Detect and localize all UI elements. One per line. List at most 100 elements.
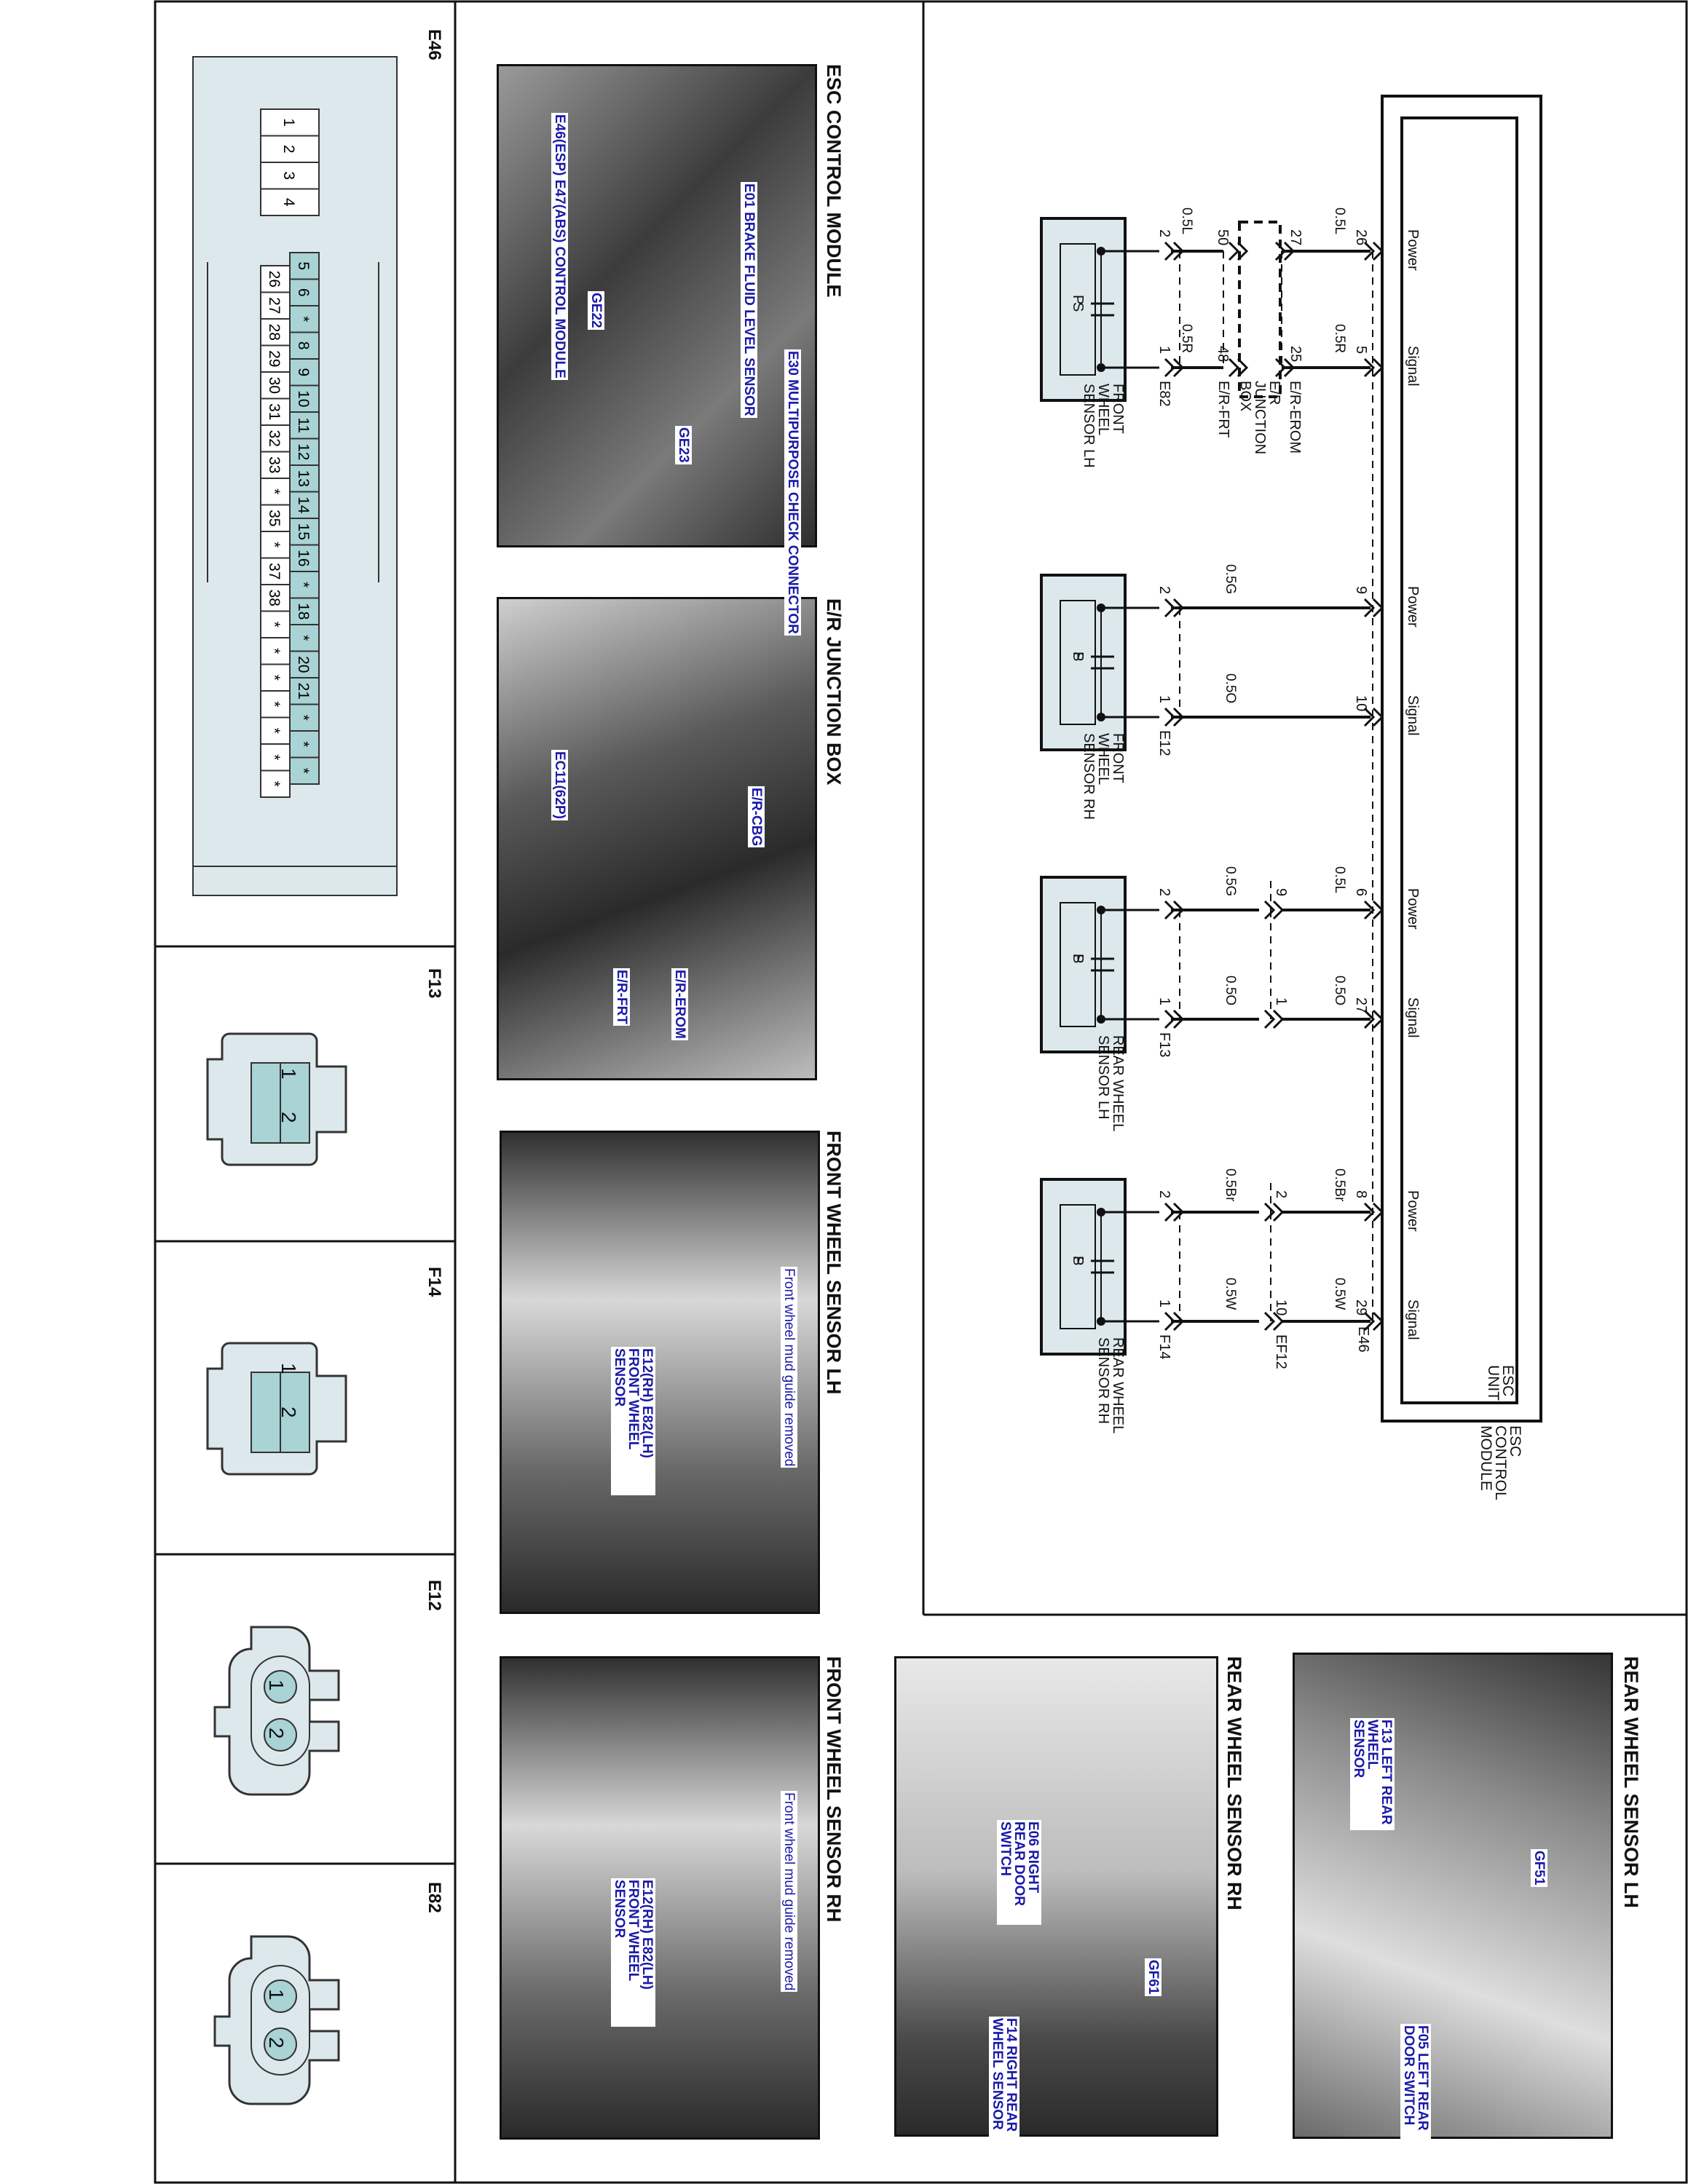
callout-f05-left: F05 LEFT REAR DOOR SWITCH	[1400, 2024, 1431, 2143]
power-wire-color-2: 0.5G	[1223, 866, 1238, 897]
e46-pin-label: 33	[266, 456, 283, 473]
inline-pin: 2	[1273, 1190, 1289, 1199]
module-pin-signal-label: Signal	[1405, 346, 1421, 387]
wheel-sensor-box	[1040, 1178, 1127, 1356]
sensor-node	[1097, 1015, 1105, 1024]
power-wire-color-2: 0.5Br	[1223, 1168, 1238, 1202]
e46-pin-label: *	[266, 701, 283, 707]
e46-pin-grid: 123456*8910111213141516*18*2021***262728…	[260, 108, 320, 798]
e46-pin-label: 12	[295, 443, 312, 460]
esc-module-label: ESC CONTROL MODULE	[1478, 1425, 1523, 1500]
e46-pin-label: 38	[266, 590, 283, 606]
e46-pin-label: *	[295, 715, 312, 721]
sensor-connector-id: E82	[1156, 381, 1172, 407]
e46-pin-label: 4	[280, 198, 297, 207]
inline-pin: 9	[1273, 888, 1289, 897]
e46-pin-cell	[260, 531, 291, 559]
f14-pin-1: 1	[277, 1363, 300, 1374]
signal-wire-color-2: 0.5W	[1223, 1278, 1238, 1310]
sensor-name-label: REAR WHEEL SENSOR RH	[1095, 1337, 1126, 1433]
callout-e06: E06 RIGHT REAR DOOR SWITCH	[997, 1820, 1041, 1925]
sensor-name-label: FRONT WHEEL SENSOR LH	[1081, 384, 1126, 468]
photo-title-front-rh: FRONT WHEEL SENSOR RH	[823, 1656, 845, 1923]
e46-pin-label: *	[295, 582, 312, 587]
module-power-pin: 26	[1353, 229, 1369, 246]
e82-pin-1: 1	[265, 1989, 288, 2001]
callout-er-cbg: E/R-CBG	[748, 786, 765, 848]
callout-ge23: GE23	[675, 426, 692, 464]
callout-ec11: EC11(62P)	[551, 750, 568, 820]
module-power-pin: 8	[1353, 1190, 1369, 1199]
power-wire-color: 0.5L	[1332, 207, 1347, 234]
e46-pin-cell	[260, 663, 291, 692]
sensor-name-label: FRONT WHEEL SENSOR RH	[1081, 733, 1126, 820]
e46-pin-label: *	[295, 316, 312, 322]
power-wire-color-2: 0.5L	[1179, 207, 1194, 234]
panel-borders	[154, 0, 1688, 2184]
signal-wire-color: 0.5W	[1332, 1278, 1347, 1310]
e46-pin-label: 20	[295, 656, 312, 673]
wheel-sensor-box	[1040, 217, 1127, 402]
e46-pin-label: *	[266, 728, 283, 734]
photo-front-rh	[500, 1656, 820, 2140]
sensor-connector-id: F13	[1156, 1032, 1172, 1058]
e46-pin-cell	[289, 650, 320, 678]
connector-chevron	[1363, 1009, 1384, 1029]
sensor-connector-id: E12	[1156, 730, 1172, 756]
module-signal-pin: 5	[1353, 346, 1369, 355]
junction-name: E/R JUNCTION BOX	[1237, 381, 1282, 455]
sensor-s-label: S	[1070, 652, 1086, 662]
signal-wire-color-2: 0.5R	[1179, 324, 1194, 354]
callout-brake-fluid: E01 BRAKE FLUID LEVEL SENSOR	[741, 182, 757, 418]
sensor-power-pin: 2	[1156, 586, 1172, 595]
sensor-node	[1097, 363, 1105, 372]
module-pin-power-label: Power	[1405, 888, 1421, 930]
callout-gf61: GF61	[1145, 1958, 1162, 1996]
e46-pin-cell	[289, 438, 320, 466]
e46-pin-label: *	[266, 675, 283, 681]
f13-connector	[206, 1032, 347, 1166]
e46-pin-cell	[289, 358, 320, 387]
f13-pin-2: 2	[277, 1112, 300, 1123]
e46-pin-label: 5	[295, 261, 312, 270]
callout-er-frt: E/R-FRT	[613, 968, 630, 1026]
e46-pin-label: *	[295, 635, 312, 641]
e46-pin-label: 10	[295, 390, 312, 407]
sensor-node	[1097, 906, 1105, 914]
e46-connector: 123456*8910111213141516*18*2021***262728…	[192, 56, 398, 896]
photo-rear-rh	[894, 1656, 1218, 2137]
e12-pin-2: 2	[265, 1728, 288, 1739]
e46-pin-label: 8	[295, 341, 312, 350]
photo-er-junction	[497, 597, 817, 1080]
e46-pin-label: 6	[295, 288, 312, 297]
module-pin-power-label: Power	[1405, 586, 1421, 628]
e46-pin-cell	[260, 584, 291, 612]
e46-pin-cell	[260, 637, 291, 665]
e46-pin-cell	[260, 371, 291, 400]
sensor-node	[1097, 247, 1105, 256]
f14-pin-2: 2	[277, 1406, 300, 1418]
sensor-inner	[1060, 600, 1096, 725]
callout-gf51: GF51	[1531, 1849, 1547, 1887]
callout-ge22: GE22	[588, 291, 604, 330]
e46-pin-label: *	[266, 488, 283, 494]
e46-pin-cell	[260, 162, 320, 190]
e46-pin-label: *	[295, 741, 312, 747]
sensor-node	[1097, 604, 1105, 612]
power-wire-color: 0.5G	[1223, 564, 1238, 595]
e46-pin-cell	[260, 716, 291, 745]
power-wire-color: 0.5Br	[1332, 1168, 1347, 1202]
sensor-node	[1097, 713, 1105, 721]
photo-title-junction: E/R JUNCTION BOX	[823, 598, 845, 786]
e46-pin-label: 28	[266, 324, 283, 341]
callout-mud-guide-lh: Front wheel mud guide removed	[781, 1267, 797, 1468]
connector-chevron	[1363, 357, 1384, 378]
er-junction-box-outline	[1238, 221, 1282, 398]
callout-f14-right: F14 RIGHT REAR WHEEL SENSOR	[989, 2017, 1019, 2143]
label-e46: E46	[425, 29, 444, 60]
sensor-s-label: S	[1070, 302, 1086, 312]
junction-bottom-pin: 50	[1215, 229, 1231, 246]
connector-chevron	[1263, 1202, 1285, 1222]
module-power-pin: 9	[1353, 586, 1369, 595]
